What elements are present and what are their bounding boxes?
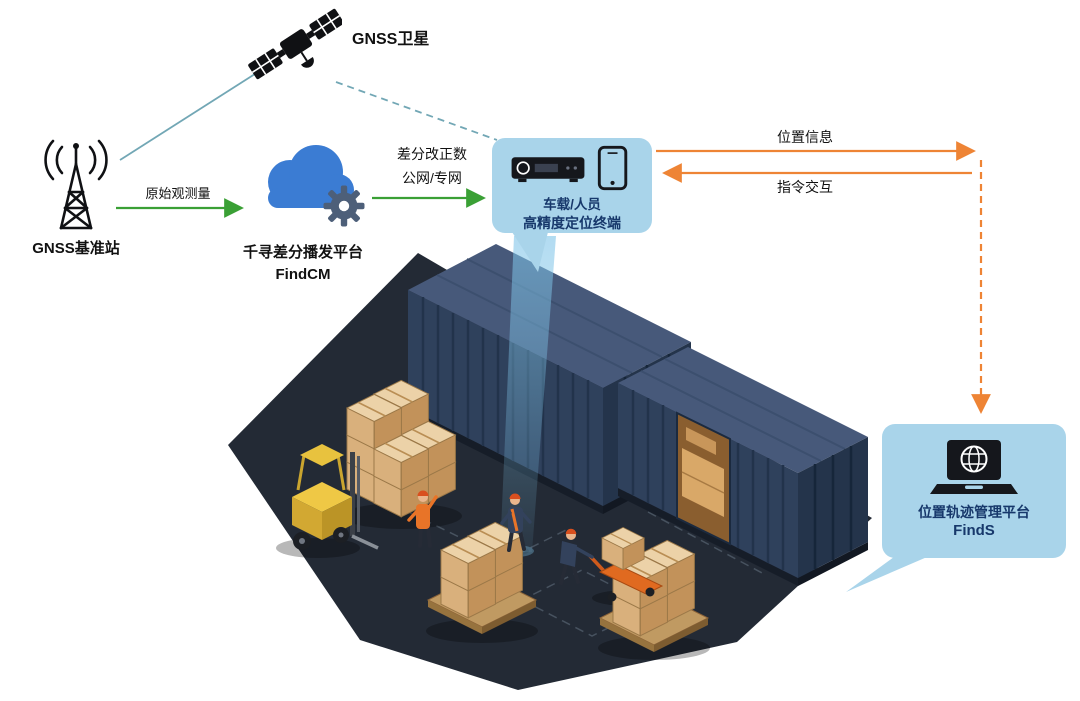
shipping-container-1 [408, 244, 691, 514]
carton-pallet-middle [426, 521, 538, 634]
terminal-bubble-tail [512, 232, 548, 272]
smartphone-icon [597, 145, 628, 191]
command-label: 指令交互 [777, 179, 833, 195]
platform-name: 位置轨迹管理平台 [918, 504, 1030, 520]
satellite-icon [246, 2, 344, 88]
container-open-door [676, 411, 731, 546]
receiver-icon [511, 157, 585, 183]
terminal-bubble: 车载/人员 高精度定位终端 [492, 138, 652, 233]
corrections-label-line1: 差分改正数 [397, 146, 467, 162]
gnss-base-station-icon [20, 134, 132, 238]
gear-icon [323, 185, 365, 227]
worker-tracked [500, 493, 532, 552]
worker-with-jack [559, 528, 594, 585]
base-station-label: GNSS基准站 [32, 240, 120, 257]
laptop-globe-icon [930, 440, 1018, 494]
warehouse-floor [228, 253, 872, 690]
position-info-label: 位置信息 [777, 129, 833, 145]
carton-pallet-right [598, 539, 710, 652]
shipping-container-2 [618, 347, 868, 586]
platform-product: FindS [953, 522, 995, 539]
raw-observation-label: 原始观测量 [145, 186, 211, 201]
corrections-label-line2: 公网/专网 [402, 170, 462, 186]
pallet-jack [588, 526, 664, 602]
object-shadows [276, 503, 710, 660]
terminal-label-line1: 车载/人员 [543, 197, 601, 212]
platform-bubble: 位置轨迹管理平台 FindS [882, 424, 1066, 558]
cloud-platform-icon [238, 132, 368, 232]
platform-bubble-tail [846, 554, 934, 592]
cloud-platform-name: 千寻差分播发平台 [242, 244, 363, 261]
positioning-beam [498, 236, 556, 557]
cloud-platform-product: FindCM [275, 266, 331, 283]
terminal-label-line2: 高精度定位终端 [523, 215, 621, 231]
worker-at-stack [407, 490, 438, 548]
carton-stack-left [346, 379, 457, 518]
forklift [292, 444, 379, 550]
satellite-label: GNSS卫星 [352, 31, 430, 48]
